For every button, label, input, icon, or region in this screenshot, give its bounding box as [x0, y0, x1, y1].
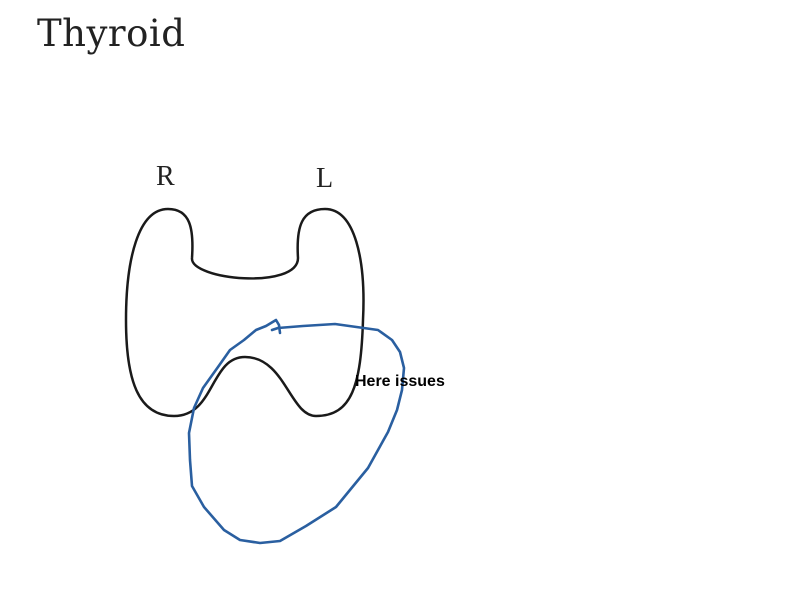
- freehand-circle-icon: [187, 318, 406, 545]
- annotation-label: Here issues: [355, 373, 445, 390]
- left-lobe-label: L: [316, 163, 334, 194]
- thyroid-outline-icon: [124, 207, 365, 418]
- page-title: Thyroid: [37, 12, 186, 55]
- right-lobe-label: R: [156, 161, 175, 192]
